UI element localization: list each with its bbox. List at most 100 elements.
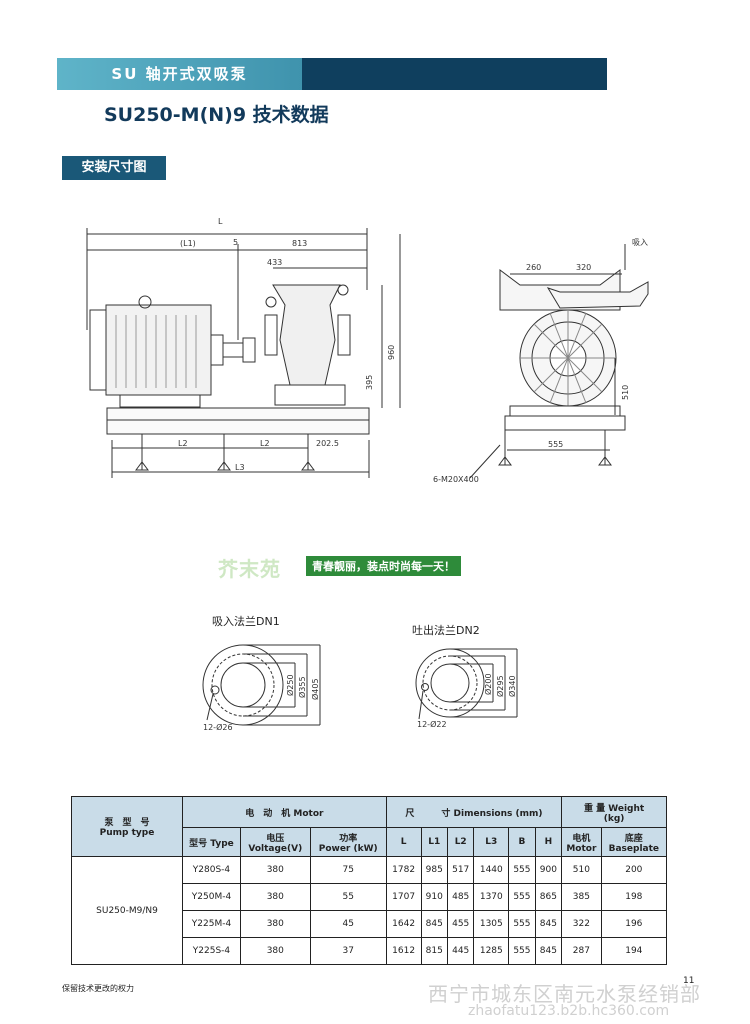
cell: 1440 <box>473 856 510 884</box>
header-pump-type: 泵 型 号 Pump type <box>71 796 183 857</box>
header-L3: L3 <box>473 827 510 857</box>
header-voltage-en: Voltage(V) <box>248 843 303 854</box>
cell: 196 <box>600 910 668 938</box>
header-weight-label: 重 量 Weight <box>583 803 645 814</box>
table-row: Y225S-4 380 37 1612 815 445 1285 555 845… <box>72 937 668 965</box>
banner-logo: 芥末苑 <box>218 557 281 581</box>
dim-260: 260 <box>526 263 541 272</box>
header-type: 型号 Type <box>182 827 241 857</box>
flange-dn1-holes: 12-Ø26 <box>203 722 233 732</box>
flange-dn2-d-inner: Ø200 <box>483 673 493 695</box>
cell: 985 <box>420 856 448 884</box>
dim-320: 320 <box>576 263 591 272</box>
header-pump-en: Pump type <box>99 828 155 838</box>
spec-table: 泵 型 号 Pump type 电 动 机 Motor 尺 寸 Dimensio… <box>71 796 668 965</box>
table-row: SU250-M9/N9 Y280S-4 380 75 1782 985 517 … <box>71 856 668 965</box>
cell: 485 <box>446 883 475 911</box>
cell: 1285 <box>473 937 510 965</box>
footnote: 保留技术更改的权力 <box>62 984 134 993</box>
dim-202-5: 202.5 <box>316 439 339 448</box>
cell: 910 <box>420 883 448 911</box>
cell: 510 <box>561 856 602 884</box>
header-base-en: Baseplate <box>608 843 660 854</box>
header-dims-en: Dimensions (mm) <box>453 808 543 819</box>
header-weight: 重 量 Weight (kg) <box>561 796 667 828</box>
header-motor: 电 动 机 Motor <box>182 796 387 828</box>
installation-drawing: L (L1) 5 813 433 395 960 L2 L2 202.5 L3 … <box>86 217 649 484</box>
header-dims-cn: 尺 寸 <box>405 808 451 819</box>
header-weight-unit: (kg) <box>603 813 625 824</box>
cell: 55 <box>309 883 387 911</box>
cell: 1782 <box>385 856 422 884</box>
table-row: Y225M-4 380 45 1642 845 455 1305 555 845… <box>72 910 668 938</box>
header-power-cn: 功率 <box>339 833 358 844</box>
dim-L2-left: L2 <box>178 439 188 448</box>
cell: 845 <box>534 910 563 938</box>
cell: 322 <box>561 910 602 938</box>
flange-dn1-title: 吸入法兰DN1 <box>212 615 280 628</box>
header-bar-left <box>57 58 302 90</box>
header-voltage-cn: 电压 <box>266 833 285 844</box>
dim-395: 395 <box>365 375 374 390</box>
cell: 385 <box>561 883 602 911</box>
cell: 815 <box>420 937 448 965</box>
series-title: SU 轴开式双吸泵 <box>111 65 248 83</box>
cell: 45 <box>309 910 387 938</box>
cell: Y250M-4 <box>182 883 241 911</box>
flange-dn2-title: 吐出法兰DN2 <box>412 624 480 637</box>
banner-slogan: 青春靓丽，装点时尚每一天！ <box>306 556 461 576</box>
model-title: SU250-M(N)9 技术数据 <box>104 104 329 126</box>
cell: 555 <box>508 910 536 938</box>
dim-433: 433 <box>267 258 282 267</box>
header-B: B <box>508 827 536 857</box>
cell: 900 <box>534 856 563 884</box>
cell: Y280S-4 <box>182 856 241 884</box>
cell: 380 <box>239 937 311 965</box>
flange-dn2-d-outer: Ø340 <box>507 675 517 697</box>
cell: 198 <box>600 883 668 911</box>
dim-510: 510 <box>621 385 630 400</box>
section-label: 安装尺寸图 <box>62 156 166 180</box>
header-L1: L1 <box>420 827 448 857</box>
cell: 445 <box>446 937 475 965</box>
cell: 845 <box>534 937 563 965</box>
dim-813: 813 <box>292 239 307 248</box>
dim-5: 5 <box>233 238 238 247</box>
cell: 1707 <box>385 883 422 911</box>
pump-model-cell: SU250-M9/N9 <box>71 856 183 965</box>
cell: 194 <box>600 937 668 965</box>
flange-dn1-d-outer: Ø405 <box>310 678 320 700</box>
cell: 380 <box>239 856 311 884</box>
header-L: L <box>385 827 422 857</box>
cell: 1305 <box>473 910 510 938</box>
header-bar-right <box>302 58 607 90</box>
dim-L: L <box>218 217 223 226</box>
cell: 200 <box>600 856 668 884</box>
cell: 455 <box>446 910 475 938</box>
cell: 380 <box>239 910 311 938</box>
cell: 1612 <box>385 937 422 965</box>
header-power-en: Power (kW) <box>318 843 378 854</box>
cell: Y225M-4 <box>182 910 241 938</box>
table-row: Y250M-4 380 55 1707 910 485 1370 555 865… <box>72 883 668 911</box>
dim-L1: (L1) <box>180 239 196 248</box>
cell: 555 <box>508 883 536 911</box>
header-motor-weight-cn: 电机 <box>572 833 591 844</box>
flange-dn1-d-inner: Ø250 <box>285 674 295 696</box>
cell: 555 <box>508 856 536 884</box>
flange-dn1-drawing: Ø250 Ø355 Ø405 12-Ø26 <box>202 644 321 732</box>
cell: 37 <box>309 937 387 965</box>
flange-dn2-d-mid: Ø295 <box>495 675 505 697</box>
cell: 75 <box>309 856 387 884</box>
dim-960: 960 <box>387 345 396 360</box>
flange-dn2-drawing: Ø200 Ø295 Ø340 12-Ø22 <box>415 648 518 729</box>
cell: 380 <box>239 883 311 911</box>
cell: 517 <box>446 856 475 884</box>
dim-L3: L3 <box>235 463 245 472</box>
inlet-label: 吸入 <box>632 238 648 247</box>
cell: 555 <box>508 937 536 965</box>
page-number: 11 <box>683 976 695 986</box>
